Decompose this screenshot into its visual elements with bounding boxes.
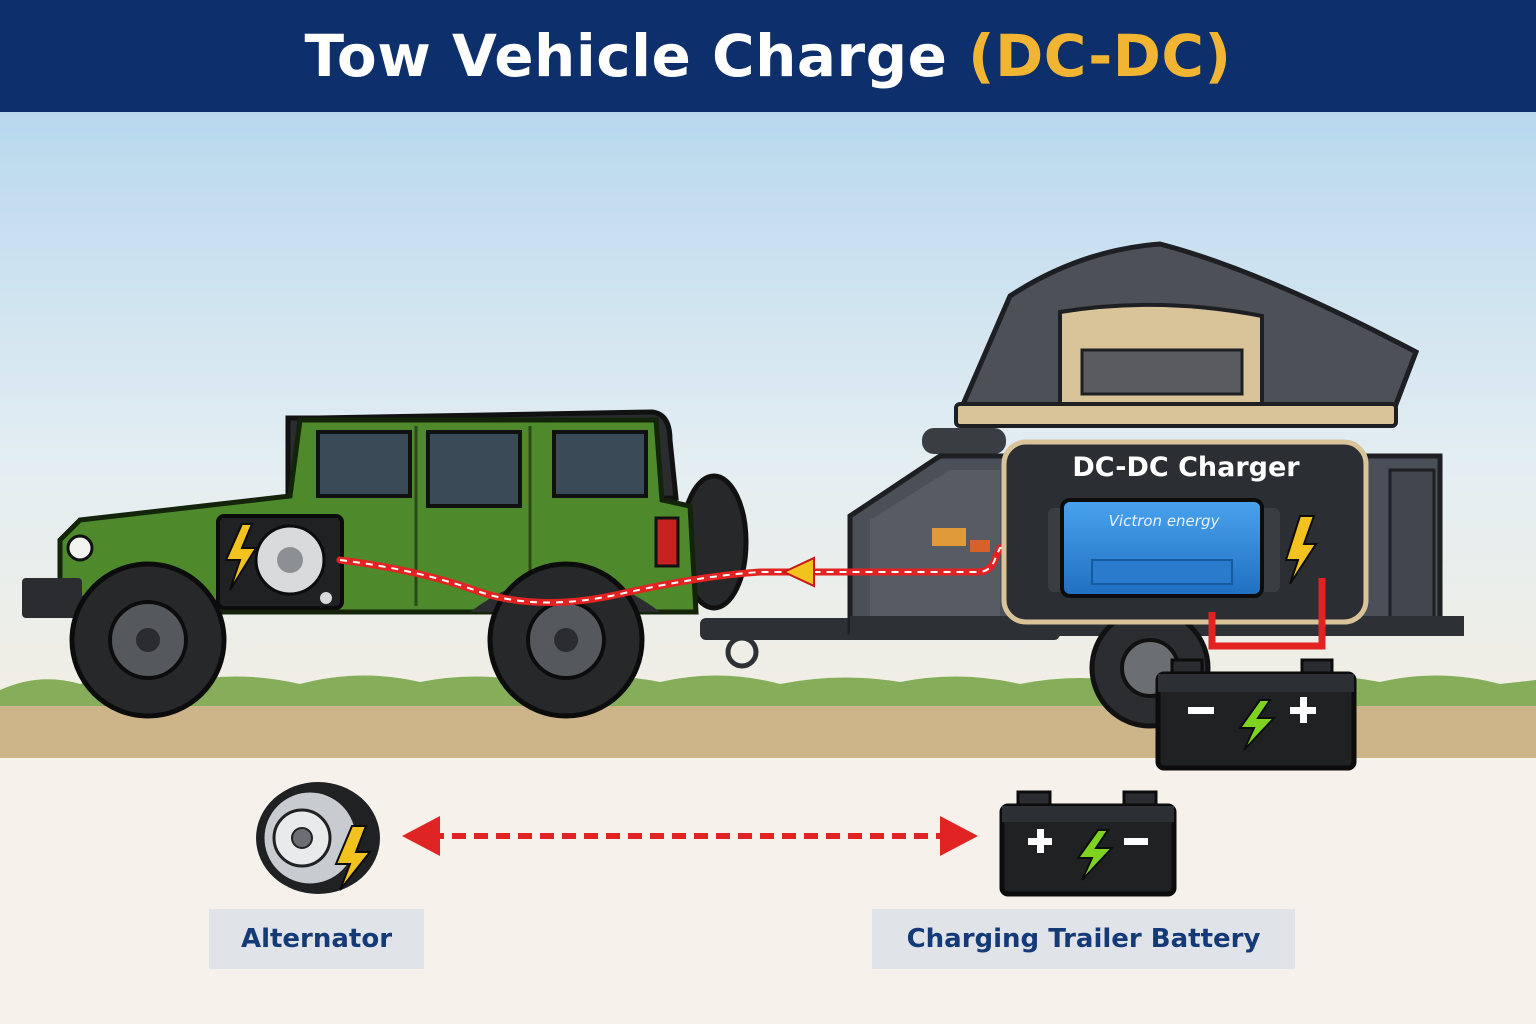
title-accent: (DC-DC) <box>968 22 1231 90</box>
title-main: Tow Vehicle Charge <box>305 22 948 90</box>
alternator-label: Alternator <box>209 909 424 969</box>
engine-bay-inset <box>218 516 342 608</box>
charger-brand-label: Victron energy <box>1078 512 1250 530</box>
charger-title: DC-DC Charger <box>1008 452 1364 483</box>
header-banner: Tow Vehicle Charge (DC-DC) <box>0 0 1536 112</box>
legend-battery-icon <box>1002 792 1174 894</box>
page-title: Tow Vehicle Charge (DC-DC) <box>305 22 1232 90</box>
battery-label: Charging Trailer Battery <box>872 909 1295 969</box>
legend-alternator-icon <box>256 782 380 894</box>
ground-foreground <box>0 758 1536 1024</box>
diagram-scene <box>0 112 1536 1024</box>
trailer-battery-icon <box>1158 660 1354 768</box>
